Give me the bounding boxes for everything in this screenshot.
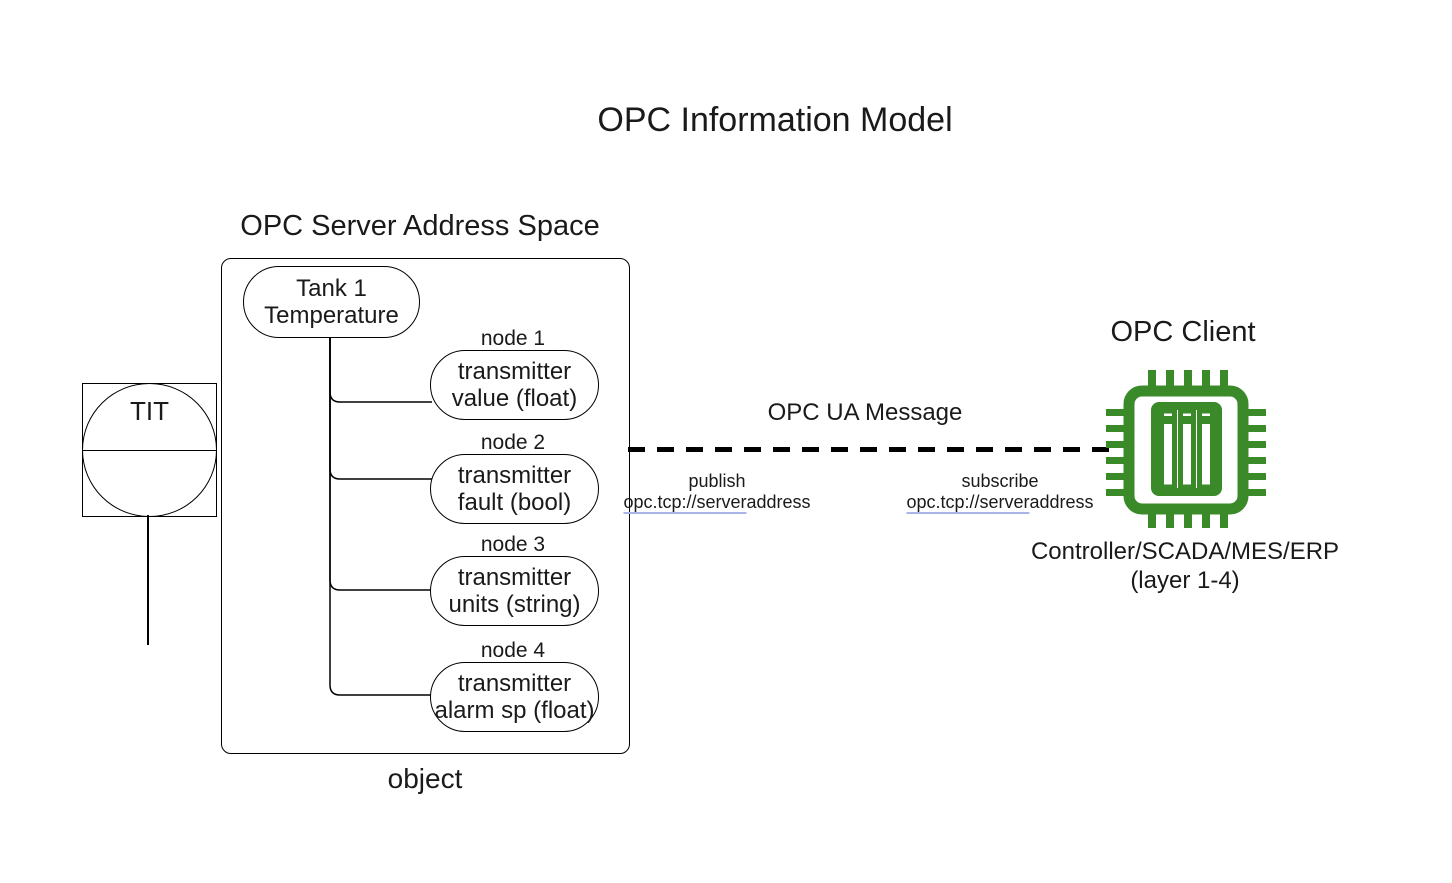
root-node-line2: Temperature [264,302,399,329]
node4-line1: transmitter [457,670,572,697]
subscribe-address-link[interactable]: opc.tcp://server [906,492,1030,514]
subscribe-address-rest: address [1029,492,1094,512]
node1-capsule: transmitter value (float) [430,350,599,420]
node2-capsule: transmitter fault (bool) [430,454,599,524]
publish-address-rest: address [746,492,811,512]
publish-action-label: publish [688,471,746,491]
instrument-tag: TIT [130,396,169,426]
node4-capsule: transmitter alarm sp (float) [430,662,599,732]
client-caption: Controller/SCADA/MES/ERP (layer 1-4) [1031,537,1339,595]
node3-label: node 3 [480,533,546,556]
node4-label: node 4 [480,639,546,662]
node3-line2: units (string) [448,591,581,618]
node2-label: node 2 [480,431,546,454]
node2-line2: fault (bool) [457,489,572,516]
server-heading: OPC Server Address Space [240,210,600,242]
node1-line2: value (float) [451,385,578,412]
node4-line2: alarm sp (float) [434,697,595,724]
opc-ua-message-label: OPC UA Message [767,399,963,426]
node3-capsule: transmitter units (string) [430,556,599,626]
opc-ua-message-dashed-line [628,447,1110,452]
subscribe-action-label: subscribe [961,471,1039,491]
chip-icon [1106,370,1266,528]
client-heading: OPC Client [1110,316,1256,348]
object-caption: object [387,763,463,794]
subscribe-endpoint: subscribe opc.tcp://serveraddress [906,471,1094,514]
publish-address: opc.tcp://serveraddress [623,492,811,514]
tree-connector-lines [329,336,432,696]
node2-line1: transmitter [457,462,572,489]
subscribe-address: opc.tcp://serveraddress [906,492,1094,514]
publish-endpoint: publish opc.tcp://serveraddress [623,471,811,514]
instrument-symbol: TIT [82,383,217,517]
publish-address-link[interactable]: opc.tcp://server [623,492,747,514]
node1-line1: transmitter [457,358,572,385]
node1-label: node 1 [480,327,546,350]
client-caption-line1: Controller/SCADA/MES/ERP [1030,538,1340,565]
instrument-divider-line [82,450,217,451]
instrument-stem-line [147,515,149,645]
page-title: OPC Information Model [597,101,953,139]
root-node-tank1-temperature: Tank 1 Temperature [243,266,420,338]
client-caption-line2: (layer 1-4) [1130,567,1240,594]
root-node-line1: Tank 1 [296,275,367,302]
node3-line1: transmitter [457,564,572,591]
